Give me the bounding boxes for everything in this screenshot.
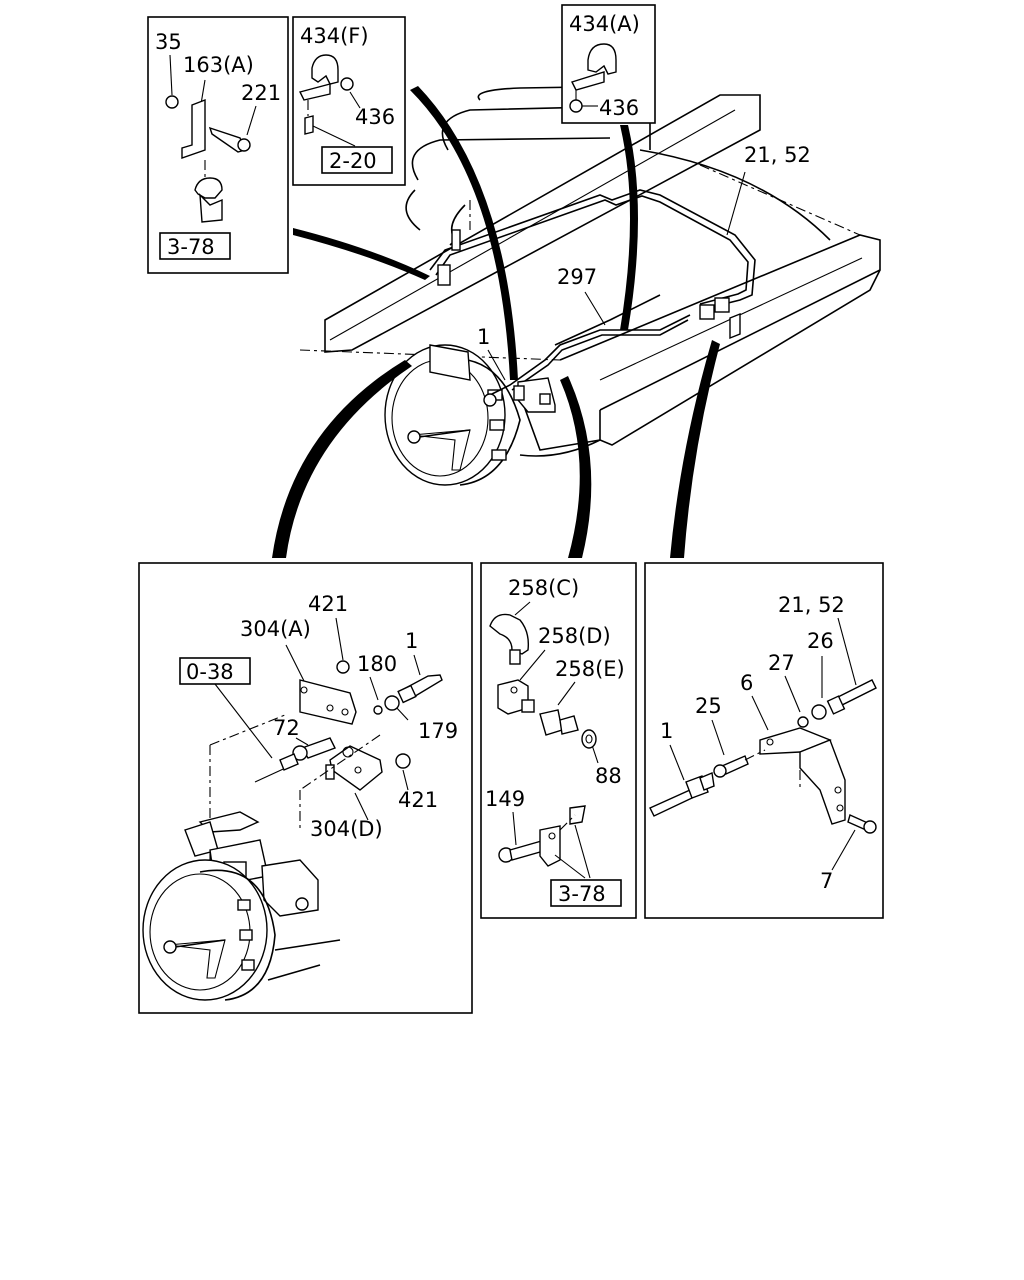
ref-3-78-e: 3-78 [558,882,606,906]
ref-3-78-a: 3-78 [167,235,215,259]
callout-21-52-main: 21, 52 [744,143,811,167]
main-callouts: 21, 52 297 1 [477,143,811,381]
callout-436-c: 436 [599,96,639,120]
callout-26: 26 [807,629,834,653]
callout-1-main: 1 [477,325,490,349]
callout-149: 149 [485,787,525,811]
detail-box-clip-a: 434(A) 436 [561,4,656,124]
ref-0-38: 0-38 [186,660,234,684]
callout-258c: 258(C) [508,576,579,600]
callout-163a: 163(A) [183,53,254,77]
callout-35: 35 [155,30,182,54]
callout-297: 297 [557,265,597,289]
detail-box-fittings: 258(C) 258(D) 258(E) 88 149 3-78 [480,562,637,919]
callout-304d: 304(D) [310,817,383,841]
leader-arcs [272,86,720,558]
callout-21-52-f: 21, 52 [778,593,845,617]
callout-434f: 434(F) [300,24,369,48]
callout-88: 88 [595,764,622,788]
callout-179: 179 [418,719,458,743]
callout-258e: 258(E) [555,657,625,681]
main-assembly-drawing [299,85,881,486]
callout-27: 27 [768,651,795,675]
callout-421-top: 421 [308,592,348,616]
callout-180: 180 [357,652,397,676]
detail-box-bracket-mount: 35 163(A) 221 3-78 [147,16,289,274]
callout-221: 221 [241,81,281,105]
callout-6: 6 [740,671,753,695]
callout-436-b: 436 [355,105,395,129]
callout-25: 25 [695,694,722,718]
callout-421-bottom: 421 [398,788,438,812]
callout-1-f: 1 [660,719,673,743]
callout-72: 72 [273,716,300,740]
callout-7: 7 [820,869,833,893]
callout-1-d: 1 [405,629,418,653]
callout-434a: 434(A) [569,12,640,36]
callout-258d: 258(D) [538,624,611,648]
detail-box-clip-f: 434(F) 436 2-20 [292,16,406,186]
detail-box-connector-bracket: 21, 52 26 27 6 25 1 7 [644,562,884,919]
callout-304a: 304(A) [240,617,311,641]
ref-2-20: 2-20 [329,149,377,173]
detail-box-valve-mount: 421 304(A) 180 1 0-38 72 179 421 304(D) [138,562,473,1014]
